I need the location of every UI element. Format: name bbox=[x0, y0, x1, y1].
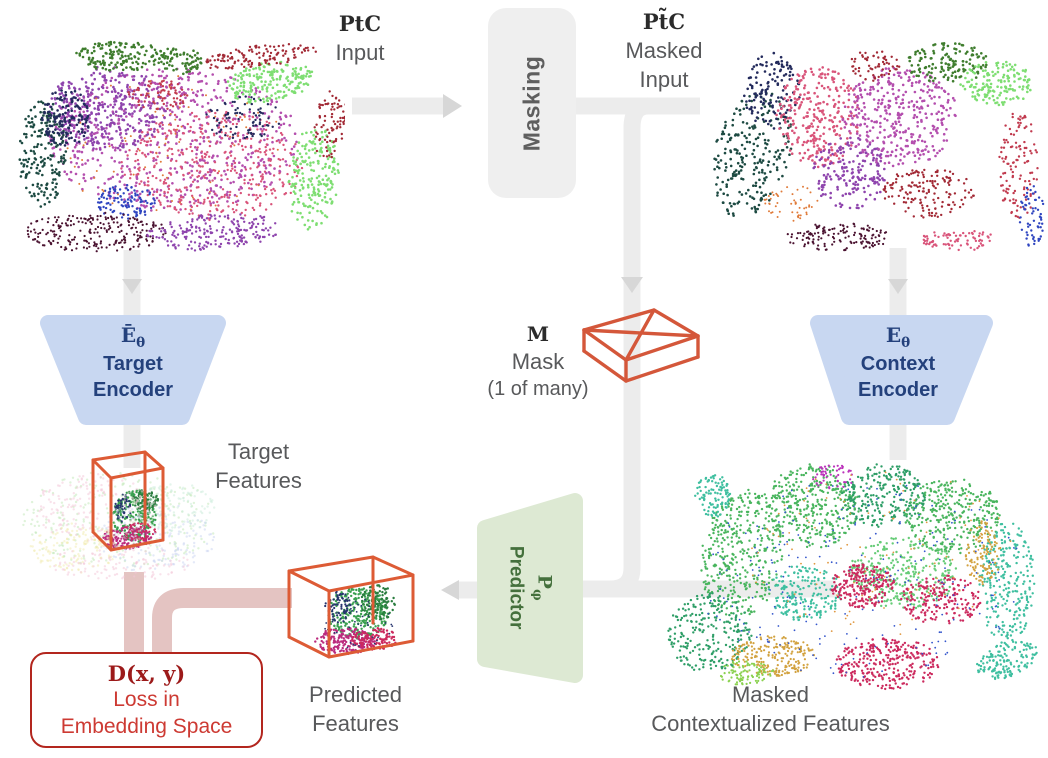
point-cloud-input bbox=[18, 40, 345, 253]
predictor-line: Predictor bbox=[506, 546, 528, 630]
context-encoder-trapezoid bbox=[810, 315, 993, 425]
loss-box: D(x, y) Loss in Embedding Space bbox=[30, 652, 263, 748]
context-encoder-symbol: Eθ bbox=[885, 323, 911, 351]
input-label: PtC Input bbox=[300, 10, 420, 67]
predicted-bounding-box-icon bbox=[287, 555, 415, 659]
masking-block: Masking bbox=[488, 8, 576, 198]
context-encoder-line1: Context bbox=[860, 353, 936, 376]
predicted-features-line1: Predicted bbox=[309, 682, 402, 707]
point-cloud-target-features bbox=[22, 450, 216, 580]
masking-label: Masking bbox=[518, 55, 545, 151]
mask-subcaption: (1 of many) bbox=[487, 378, 589, 401]
point-cloud-masked-input bbox=[713, 42, 1045, 252]
point-cloud-masked-contextualized bbox=[667, 463, 1038, 691]
target-encoder-label: Ēθ Target Encoder bbox=[40, 323, 226, 404]
masked-input-line1: Masked bbox=[625, 37, 703, 63]
target-encoder-trapezoid bbox=[40, 315, 226, 425]
arrow-down-right-icon bbox=[888, 279, 908, 294]
mask-box-icon bbox=[582, 308, 700, 383]
arrow-left-icon bbox=[441, 580, 459, 600]
input-symbol: PtC bbox=[338, 11, 382, 36]
predictor-label: Pφ Predictor bbox=[467, 482, 593, 694]
predictor-symbol: Pφ bbox=[529, 575, 556, 601]
predictor-shape bbox=[477, 493, 583, 683]
target-features-line2: Features bbox=[215, 468, 302, 494]
loss-line1: Loss in bbox=[113, 688, 180, 712]
mcf-line1: Masked bbox=[731, 682, 810, 707]
masked-contextualized-features-label: Masked Contextualized Features bbox=[608, 680, 933, 738]
mask-label: M Mask (1 of many) bbox=[462, 321, 614, 403]
target-encoder-symbol: Ēθ bbox=[120, 323, 146, 351]
point-cloud-predicted-features bbox=[287, 555, 415, 659]
pipe-predicted-to-loss bbox=[152, 588, 292, 652]
context-encoder-label: Eθ Context Encoder bbox=[805, 323, 991, 404]
mask-caption: Mask bbox=[511, 349, 565, 375]
context-encoder-line2: Encoder bbox=[857, 378, 939, 401]
loss-line2: Embedding Space bbox=[60, 714, 233, 738]
target-features-label: Target Features bbox=[186, 437, 331, 495]
target-bounding-box-icon bbox=[91, 450, 165, 552]
predictor-trapezoid bbox=[477, 493, 583, 683]
arrow-down-center-icon bbox=[621, 277, 643, 293]
masked-input-label: Pt̃C Masked Input bbox=[598, 8, 730, 94]
target-encoder-line1: Target bbox=[103, 353, 163, 376]
masked-input-line2: Input bbox=[639, 66, 689, 92]
mcf-line2: Contextualized Features bbox=[651, 711, 890, 737]
context-encoder-shape bbox=[810, 315, 993, 425]
loss-formula: D(x, y) bbox=[107, 661, 186, 686]
target-encoder-shape bbox=[40, 315, 226, 425]
predicted-features-line2: Features bbox=[312, 711, 399, 737]
predicted-features-label: Predicted Features bbox=[283, 680, 428, 738]
masked-input-symbol: Pt̃C bbox=[642, 9, 686, 34]
arrow-right-icon bbox=[443, 94, 462, 118]
arrow-down-left-icon bbox=[122, 279, 142, 294]
target-encoder-line2: Encoder bbox=[92, 378, 174, 401]
target-features-line1: Target bbox=[227, 439, 290, 464]
input-caption: Input bbox=[335, 39, 385, 65]
mask-symbol: M bbox=[526, 322, 550, 346]
